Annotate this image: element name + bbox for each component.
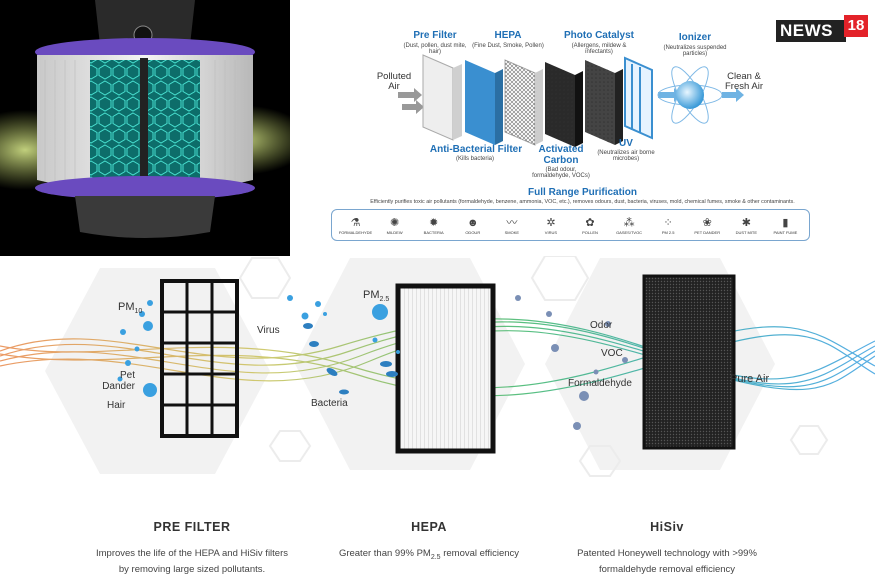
pollutant-virus: ✲VIRUS bbox=[544, 216, 558, 235]
pollutant-formaldehyde: ⚗FORMALDEHYDE bbox=[338, 216, 373, 235]
pollutant-pm25: ⁘PM 2.5 bbox=[661, 216, 675, 235]
purifier-illustration bbox=[0, 0, 290, 256]
stage-pre-filter-desc: (Dust, pollen, dust mite, hair) bbox=[403, 43, 467, 56]
pollutant-pollen: ✿POLLEN bbox=[582, 216, 598, 235]
pm25-label: PM2.5 bbox=[363, 289, 390, 304]
stage-ionizer-desc: (Neutralizes suspended particles) bbox=[663, 45, 727, 58]
pollutant-dust-mite: ✱DUST MITE bbox=[735, 216, 758, 235]
spray-icon: ▮ bbox=[782, 216, 789, 229]
pm-icon: ⁘ bbox=[663, 216, 673, 229]
voc-label: VOC bbox=[601, 348, 623, 359]
stage-anti-bacterial-desc: (Kills bacteria) bbox=[455, 156, 494, 162]
stage-hepa-title: HEPA bbox=[494, 30, 522, 41]
paw-icon: ❀ bbox=[702, 216, 712, 229]
pollutant-smoke: 〰SMOKE bbox=[504, 216, 520, 235]
stage-photo-catalyst-desc: (Allergens, mildew & infectants) bbox=[571, 43, 627, 56]
pet-dander-label: Pet Dander bbox=[102, 370, 135, 392]
stage-activated-carbon-desc: (Bad odour, formaldehyde, VOCs) bbox=[532, 167, 590, 180]
stage-uv-title: UV bbox=[619, 138, 633, 149]
stage-pre-filter-title: Pre Filter bbox=[413, 30, 457, 41]
pure-air-label: Pure Air bbox=[730, 373, 770, 385]
mite-icon: ✱ bbox=[741, 216, 751, 229]
smoke-icon: 〰 bbox=[506, 216, 518, 229]
pollutant-icons-row: ⚗FORMALDEHYDE ✺MILDEW ✹BACTERIA ☻ODOUR 〰… bbox=[331, 209, 810, 241]
pre-filter-desc: Improves the life of the HEPA and HiSiv … bbox=[95, 548, 289, 575]
hepa-filter bbox=[395, 283, 496, 454]
molecule-icon: ⁂ bbox=[623, 216, 635, 229]
purifier-photo bbox=[0, 0, 290, 256]
pre-filter-grid bbox=[160, 279, 239, 438]
stage-activated-carbon-title: Activated Carbon bbox=[538, 144, 584, 166]
pollutant-odour: ☻ODOUR bbox=[465, 216, 481, 235]
news18-logo: NEWS 18 bbox=[776, 15, 868, 45]
virus-icon: ✲ bbox=[546, 216, 556, 229]
stage-ionizer-title: Ionizer bbox=[678, 32, 712, 43]
hepa-title: HEPA bbox=[411, 520, 447, 534]
virus-label: Virus bbox=[257, 325, 280, 336]
stage-photo-catalyst-title: Photo Catalyst bbox=[563, 30, 634, 41]
pollutant-bacteria: ✹BACTERIA bbox=[423, 216, 444, 235]
pm10-label: PM10 bbox=[118, 301, 143, 316]
clean-air-label: Clean & Fresh Air bbox=[724, 71, 763, 92]
odor-label: Odor bbox=[590, 320, 613, 331]
pollen-icon: ✿ bbox=[585, 216, 595, 229]
pollutant-mildew: ✺MILDEW bbox=[386, 216, 403, 235]
bacteria-icon: ✹ bbox=[429, 216, 439, 229]
pollutant-pet-dander: ❀PET DANDER bbox=[694, 216, 721, 235]
pre-filter-title: PRE FILTER bbox=[153, 520, 231, 534]
hepa-desc: Greater than 99% PM2.5 removal efficienc… bbox=[338, 548, 520, 561]
polluted-air-label: Polluted Air bbox=[376, 71, 412, 92]
stage-anti-bacterial-title: Anti-Bacterial Filter bbox=[429, 144, 523, 155]
mildew-icon: ✺ bbox=[390, 216, 400, 229]
flask-icon: ⚗ bbox=[350, 216, 361, 229]
hisiv-title: HiSiv bbox=[650, 520, 684, 534]
filter-banner: PM10 Pet Dander Hair Virus Bacteria PM2.… bbox=[0, 256, 875, 583]
odour-icon: ☻ bbox=[466, 216, 479, 229]
hisiv-desc: Patented Honeywell technology with >99% … bbox=[577, 548, 757, 575]
range-title: Full Range Purification bbox=[528, 187, 637, 198]
stage-uv-desc: (Neutralizes air borne microbes) bbox=[597, 150, 655, 163]
hair-label: Hair bbox=[107, 400, 126, 411]
filter-stack-illustration bbox=[398, 54, 744, 147]
hisiv-filter bbox=[642, 274, 736, 450]
bacteria-label: Bacteria bbox=[311, 398, 348, 409]
banner-illustration bbox=[0, 256, 875, 477]
logo-number: 18 bbox=[844, 15, 868, 37]
stage-hepa-desc: (Fine Dust, Smoke, Pollen) bbox=[472, 43, 544, 49]
range-subtitle: Efficiently purifies toxic air pollutant… bbox=[370, 199, 795, 205]
purification-diagram: Pre Filter (Dust, pollen, dust mite, hai… bbox=[290, 0, 875, 256]
pollutant-paint-fume: ▮PAINT FUME bbox=[773, 216, 798, 235]
formaldehyde-label: Formaldehyde bbox=[568, 378, 632, 389]
pollutant-gases: ⁂GASES/TVOC bbox=[616, 216, 643, 235]
logo-text: NEWS bbox=[776, 20, 846, 42]
